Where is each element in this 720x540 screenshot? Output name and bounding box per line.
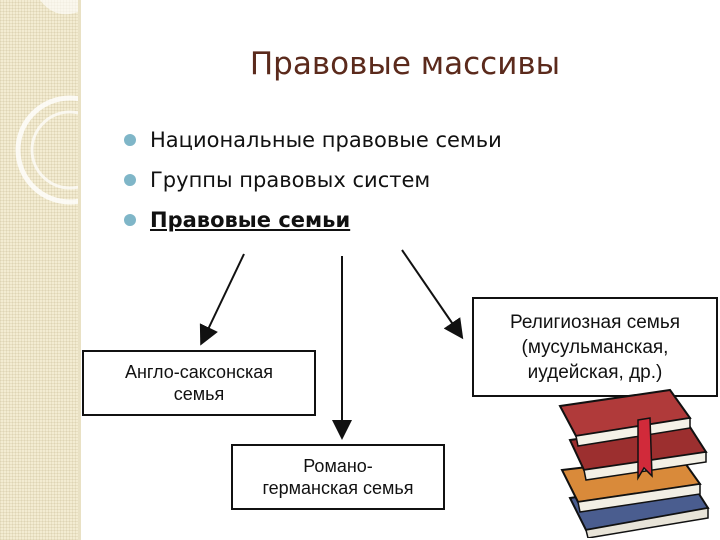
- romano-germanic-family-box: Романо- германская семья: [231, 444, 445, 510]
- decorative-circles-icon: [15, 0, 78, 205]
- side-divider: [78, 0, 81, 540]
- anglo-saxon-family-box: Англо-саксонская семья: [82, 350, 316, 416]
- bullet-list: Национальные правовые семьи Группы право…: [124, 120, 502, 240]
- bullet-text: Национальные правовые семьи: [150, 128, 502, 152]
- arrow-to-anglo: [199, 253, 245, 346]
- bullet-dot-icon: [124, 134, 136, 146]
- bullet-text-bold: Правовые семьи: [150, 208, 351, 232]
- bullet-text: Группы правовых систем: [150, 168, 431, 192]
- bullet-dot-icon: [124, 174, 136, 186]
- bullet-item: Правовые семьи: [124, 200, 502, 240]
- arrow-to-religious: [401, 249, 464, 340]
- bullet-item: Национальные правовые семьи: [124, 120, 502, 160]
- religious-family-box: Религиозная семья (мусульманская, иудейс…: [472, 297, 718, 397]
- bullet-dot-icon: [124, 214, 136, 226]
- slide-title: Правовые массивы: [249, 46, 561, 82]
- books-icon: [558, 388, 710, 538]
- bullet-item: Группы правовых систем: [124, 160, 502, 200]
- decorative-side-strip: [0, 0, 78, 540]
